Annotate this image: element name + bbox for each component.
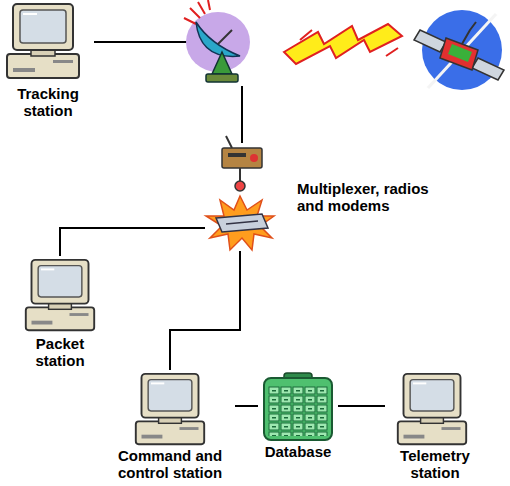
connector-line <box>235 405 258 407</box>
station-label: Command and control station <box>105 448 235 481</box>
radio-icon <box>222 136 262 191</box>
station-label: Packet station <box>15 336 105 369</box>
icon-space <box>258 372 338 444</box>
station-node: Tracking station <box>2 0 94 122</box>
satellite <box>414 10 504 90</box>
station-node: Command and control station <box>105 370 235 484</box>
icon-space <box>2 0 94 86</box>
icon-space <box>385 370 485 448</box>
wire <box>94 41 188 43</box>
station-label: Multiplexer, radios and modems <box>297 181 457 214</box>
station-label: Database <box>258 444 338 461</box>
computer-icon <box>398 374 466 444</box>
dish-antenna <box>184 0 250 82</box>
connector-line <box>60 228 205 256</box>
computer-icon <box>136 374 204 444</box>
icon-space <box>15 256 105 336</box>
computer-icon <box>7 4 79 78</box>
modem-icon <box>206 196 274 250</box>
database-icon <box>264 373 332 440</box>
station-node: Packet station <box>15 256 105 372</box>
icon-space <box>105 370 235 448</box>
multiplexer-node: Multiplexer, radios and modems <box>205 143 272 251</box>
station-label: Tracking station <box>2 86 94 119</box>
radio-link <box>284 24 402 64</box>
computer-icon <box>26 260 94 330</box>
wire <box>241 86 243 143</box>
connector-line <box>170 251 240 370</box>
station-label: Telemetry station <box>385 448 485 481</box>
database-node: Database <box>258 372 338 464</box>
connector-line <box>338 405 385 407</box>
station-node: Telemetry station <box>385 370 485 484</box>
